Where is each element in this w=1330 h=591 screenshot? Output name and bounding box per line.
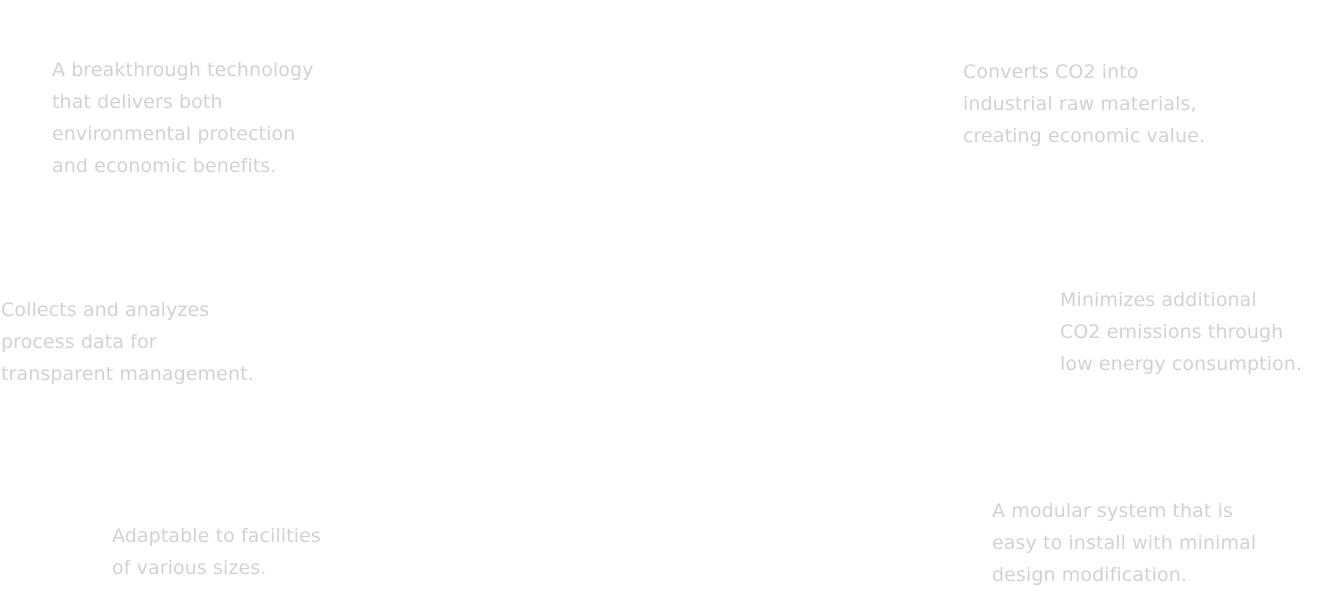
feature-text-data-management: Collects and analyzes process data for t… — [1, 294, 254, 390]
feature-line: of various sizes. — [112, 557, 267, 579]
feature-line: and economic benefits. — [52, 155, 277, 177]
feature-line: A modular system that is — [992, 500, 1233, 522]
feature-line: low energy consumption. — [1060, 353, 1303, 375]
feature-text-co2-conversion: Converts CO2 into industrial raw materia… — [963, 56, 1205, 152]
feature-text-adaptable: Adaptable to facilities of various sizes… — [112, 520, 321, 584]
feature-text-modular-system: A modular system that is easy to install… — [992, 495, 1256, 591]
feature-line: Converts CO2 into — [963, 61, 1139, 83]
feature-line: that delivers both — [52, 91, 223, 113]
feature-line: Collects and analyzes — [1, 299, 210, 321]
feature-line: A breakthrough technology — [52, 59, 314, 81]
feature-line: CO2 emissions through — [1060, 321, 1284, 343]
feature-line: industrial raw materials, — [963, 93, 1197, 115]
feature-line: creating economic value. — [963, 125, 1206, 147]
feature-line: process data for — [1, 331, 157, 353]
feature-line: environmental protection — [52, 123, 296, 145]
feature-line: Adaptable to facilities — [112, 525, 321, 547]
feature-text-low-energy: Minimizes additional CO2 emissions throu… — [1060, 284, 1302, 380]
feature-line: Minimizes additional — [1060, 289, 1257, 311]
feature-line: design modification. — [992, 564, 1188, 586]
feature-text-economic-benefits: A breakthrough technology that delivers … — [52, 54, 314, 182]
feature-line: easy to install with minimal — [992, 532, 1257, 554]
feature-line: transparent management. — [1, 363, 254, 385]
